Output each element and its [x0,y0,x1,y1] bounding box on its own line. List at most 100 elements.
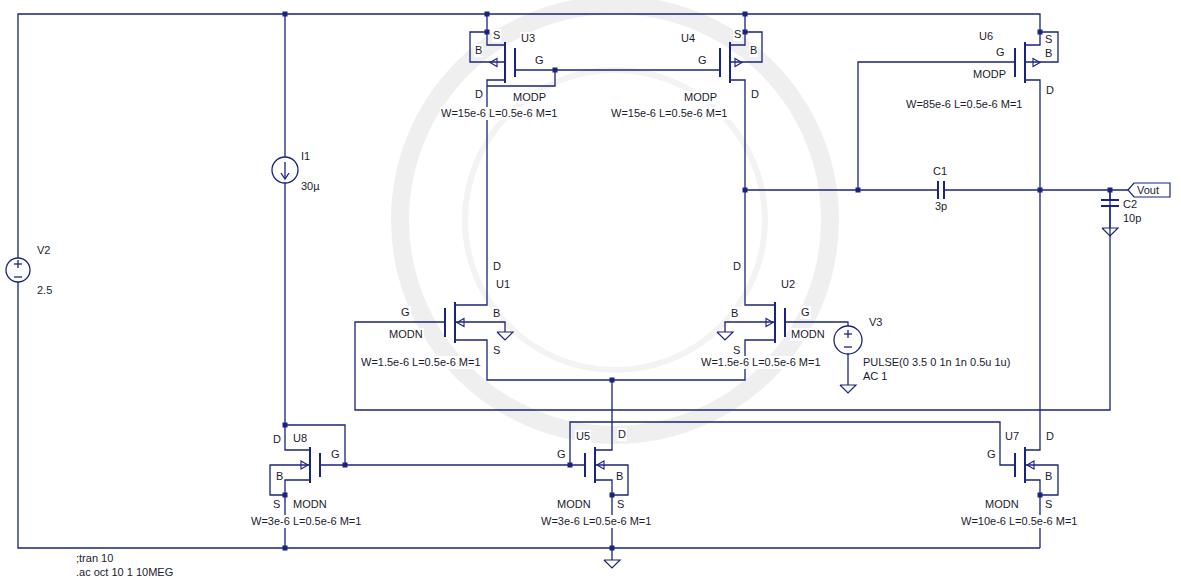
pin-label: G [986,448,997,461]
junction-dot [1108,188,1113,193]
wire [345,464,585,465]
pin-label: G [330,448,341,461]
part-name: U8 [292,432,308,445]
junction-dot [1038,30,1043,35]
pin-label: S [733,28,742,41]
mos-gate-plate [1014,453,1016,477]
junction-dot [1038,188,1043,193]
pin-label: G [800,306,811,319]
model-name: MODP [512,91,547,104]
pin-label: D [750,88,760,101]
wire [355,190,1110,410]
junction-dot [283,493,288,498]
mos-gate-plate [514,48,516,77]
wire [285,480,310,548]
model-name: MODN [790,328,826,341]
plus-sign [847,330,848,338]
ground-symbol [497,332,513,340]
capacitor-plate [1101,199,1119,201]
body-arrow [490,59,497,67]
pin-label: G [995,46,1006,59]
source-spec: PULSE(0 3.5 0 1n 1n 0.5u 1u) [862,356,1011,369]
junction-dot [283,546,288,551]
pin-label: B [749,44,758,57]
pin-label: S [1044,498,1053,511]
mos-gate-plate [1014,48,1016,77]
wire [570,422,1015,465]
wire [595,465,628,495]
pin-label: D [1045,430,1055,443]
junction-dot [610,546,615,551]
value-label: 3p [934,200,948,213]
pin-label: S [1044,33,1053,46]
pin-label: D [617,428,627,441]
wire [858,62,1015,190]
size-param: W=85e-6 L=0.5e-6 M=1 [905,98,1024,111]
part-name: U4 [680,32,696,45]
pin-label: D [1045,84,1055,97]
part-name: I1 [300,150,311,163]
mos-channel [309,447,311,483]
junction-dot [568,463,573,468]
pin-label: G [556,448,567,461]
mos-channel [1024,42,1026,83]
wire [785,322,848,326]
pin-label: G [534,54,545,67]
voltage-source [834,326,862,354]
model-name: MODP [683,91,718,104]
part-name: U2 [780,278,796,291]
wire [284,14,285,157]
current-arrow [284,162,285,178]
wire [944,189,1128,190]
wire [745,189,938,190]
model-name: MODN [292,498,328,511]
pin-label: D [732,260,742,273]
wire [1025,80,1040,450]
wire [487,70,555,86]
junction-dot [1038,493,1043,498]
mos-gate-plate [719,48,721,77]
value-label: 2.5 [36,284,53,297]
junction-dot [485,30,490,35]
wire [455,322,505,332]
part-name: U3 [520,32,536,45]
size-param: W=10e-6 L=0.5e-6 M=1 [960,515,1079,528]
mos-channel [729,42,731,83]
model-name: MODN [388,328,424,341]
plus-sign [17,260,18,268]
pin-label: S [492,29,501,42]
minus-sign [14,276,22,277]
pin-label: D [492,260,502,273]
size-param: W=15e-6 L=0.5e-6 M=1 [610,107,729,120]
value-label: 30µ [300,180,321,193]
model-name: MODN [984,498,1020,511]
size-param: W=1.5e-6 L=0.5e-6 M=1 [360,356,482,369]
wire [1025,465,1058,495]
junction-dot [743,12,748,17]
current-source [272,157,298,183]
current-arrow [281,173,289,179]
pin-label: S [616,498,625,511]
wire [1025,32,1058,62]
pin-label: B [730,307,739,320]
watermark-ring [400,5,830,435]
wire [285,425,345,465]
source-spec: AC 1 [862,370,888,383]
wire [18,14,1040,258]
size-param: W=3e-6 L=0.5e-6 M=1 [250,515,362,528]
mos-channel [774,302,776,343]
junction-dot [610,493,615,498]
mos-channel [454,302,456,343]
pin-label: S [272,498,281,511]
wire [285,183,310,450]
wire [487,14,505,45]
pin-label: B [1044,470,1053,483]
part-name: C2 [1122,198,1138,211]
part-name: U7 [1004,430,1020,443]
size-param: W=15e-6 L=0.5e-6 M=1 [440,107,559,120]
model-name: MODP [972,68,1007,81]
spice-directive: .ac oct 10 1 10MEG [75,566,174,579]
mos-gate-plate [444,308,446,337]
part-name: V3 [868,316,883,329]
